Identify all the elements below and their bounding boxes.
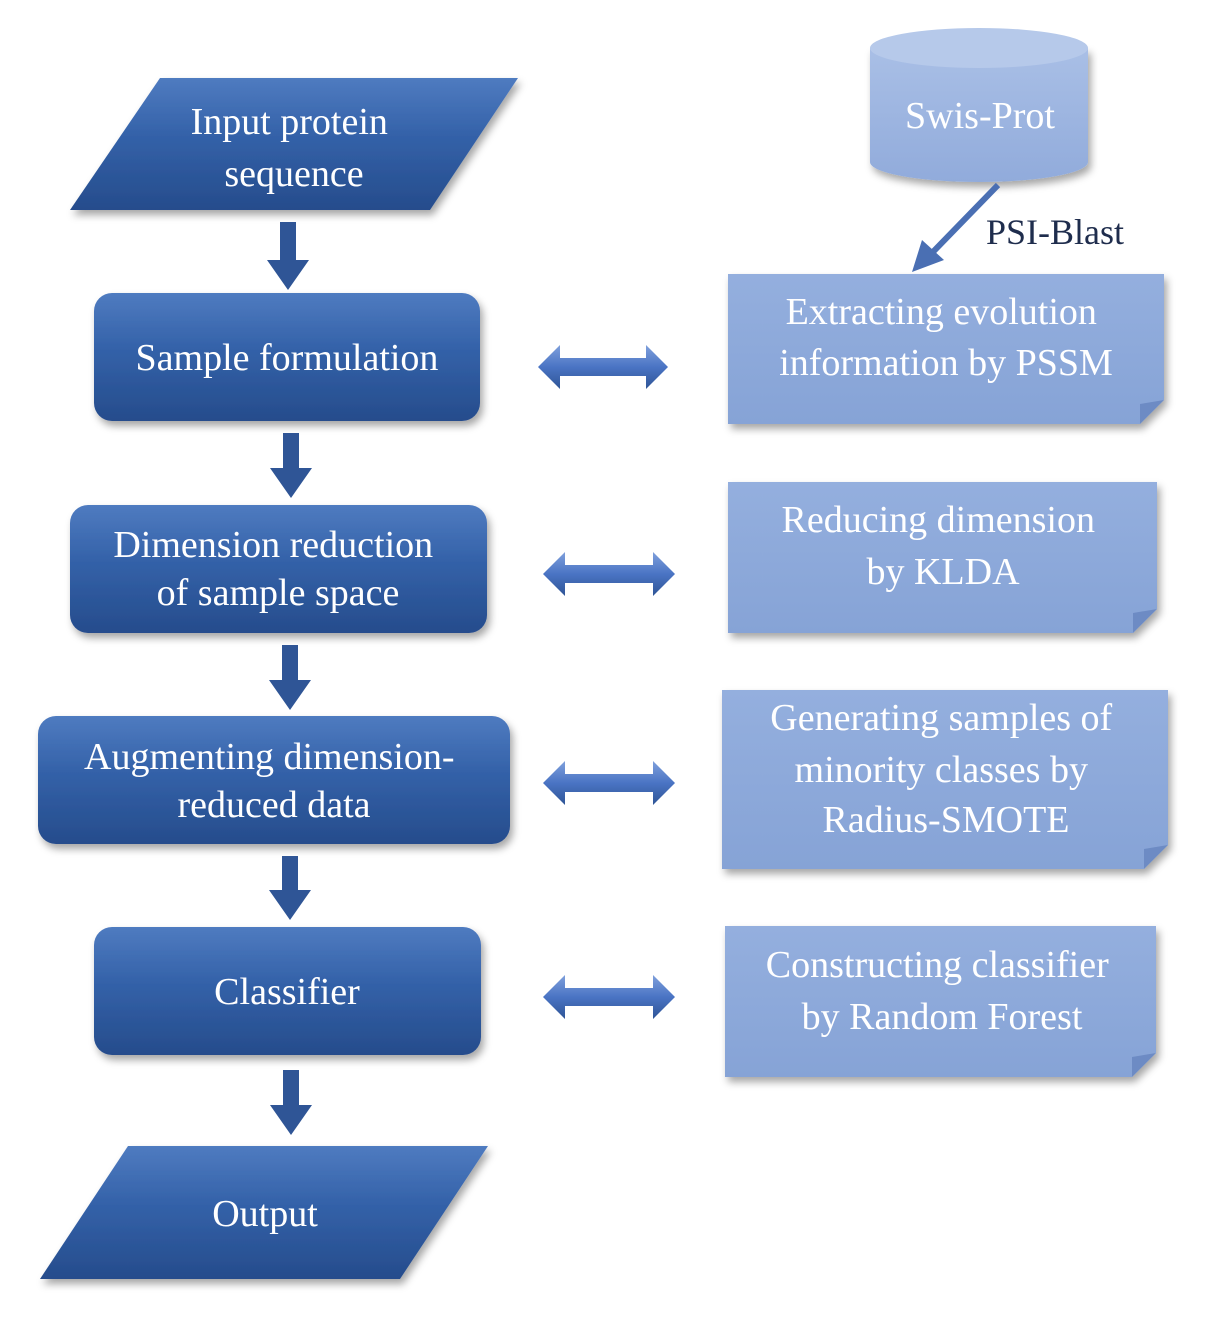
sample-formulation-label: Sample formulation	[136, 337, 439, 379]
link-arrow-klda	[543, 552, 675, 596]
note-pssm: Extracting evolution information by PSSM	[728, 274, 1164, 424]
classifier-label: Classifier	[214, 971, 360, 1013]
down-arrow-1	[267, 222, 309, 290]
augmenting-label: Augmenting dimension- reduced data	[84, 736, 464, 826]
augmenting-step: Augmenting dimension- reduced data	[38, 716, 510, 844]
psi-blast-label: PSI-Blast	[986, 212, 1124, 252]
database-label: Swis-Prot	[905, 95, 1055, 137]
sample-formulation-step: Sample formulation	[94, 293, 480, 421]
dimension-reduction-step: Dimension reduction of sample space	[70, 505, 487, 633]
classifier-step: Classifier	[94, 927, 481, 1055]
note-smote-label: Generating samples of minority classes b…	[770, 697, 1121, 841]
link-arrow-pssm	[538, 345, 668, 389]
note-pssm-label: Extracting evolution information by PSSM	[779, 291, 1113, 384]
note-random-forest: Constructing classifier by Random Forest	[725, 926, 1156, 1077]
down-arrow-3	[269, 645, 311, 710]
link-arrow-smote	[543, 761, 675, 805]
input-step-label: Input protein sequence	[191, 101, 398, 195]
input-step: Input protein sequence	[70, 78, 518, 210]
swissprot-database: Swis-Prot	[870, 28, 1088, 182]
dimension-reduction-label: Dimension reduction of sample space	[113, 524, 442, 614]
psi-blast-arrow	[912, 182, 1001, 272]
link-arrow-rf	[543, 975, 675, 1019]
note-klda-label: Reducing dimension by KLDA	[782, 499, 1105, 593]
down-arrow-4	[269, 856, 311, 920]
down-arrow-2	[270, 433, 312, 498]
note-smote: Generating samples of minority classes b…	[722, 690, 1168, 869]
output-step: Output	[40, 1146, 488, 1279]
note-klda: Reducing dimension by KLDA	[728, 482, 1157, 633]
output-label: Output	[212, 1193, 318, 1235]
note-rf-label: Constructing classifier by Random Forest	[766, 944, 1118, 1038]
down-arrow-5	[270, 1070, 312, 1135]
